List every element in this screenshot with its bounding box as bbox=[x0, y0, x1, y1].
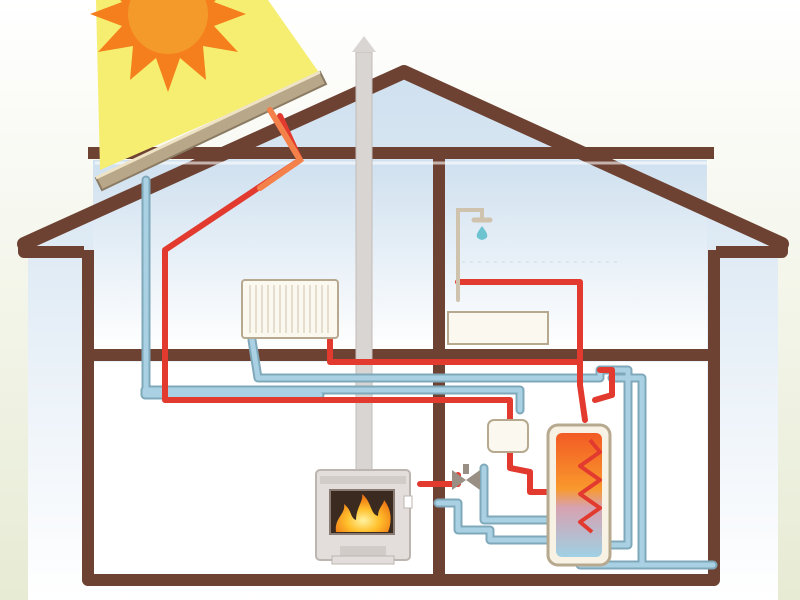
controller-box bbox=[487, 419, 529, 453]
house-structure bbox=[17, 65, 789, 586]
water-drop-icon bbox=[476, 226, 488, 240]
exterior-walls bbox=[82, 250, 720, 586]
hot-water-tank bbox=[546, 423, 612, 567]
chimney bbox=[352, 36, 376, 473]
chimney-arrow bbox=[352, 36, 376, 52]
mixing-valve bbox=[452, 464, 480, 490]
wood-stove bbox=[315, 469, 413, 565]
stove-base bbox=[340, 546, 386, 558]
hot-pipe-fade bbox=[257, 107, 305, 191]
solar-collector bbox=[94, 70, 328, 192]
sun bbox=[90, 0, 246, 92]
radiator bbox=[241, 279, 339, 339]
roof-eaves bbox=[18, 244, 788, 258]
shower bbox=[456, 208, 493, 302]
bathtub bbox=[447, 311, 549, 345]
roof-line bbox=[17, 65, 789, 251]
sun-group bbox=[90, 0, 320, 170]
heat-exchanger-coil bbox=[578, 438, 602, 534]
return-pipes bbox=[140, 175, 718, 570]
fire-icon bbox=[335, 494, 391, 532]
